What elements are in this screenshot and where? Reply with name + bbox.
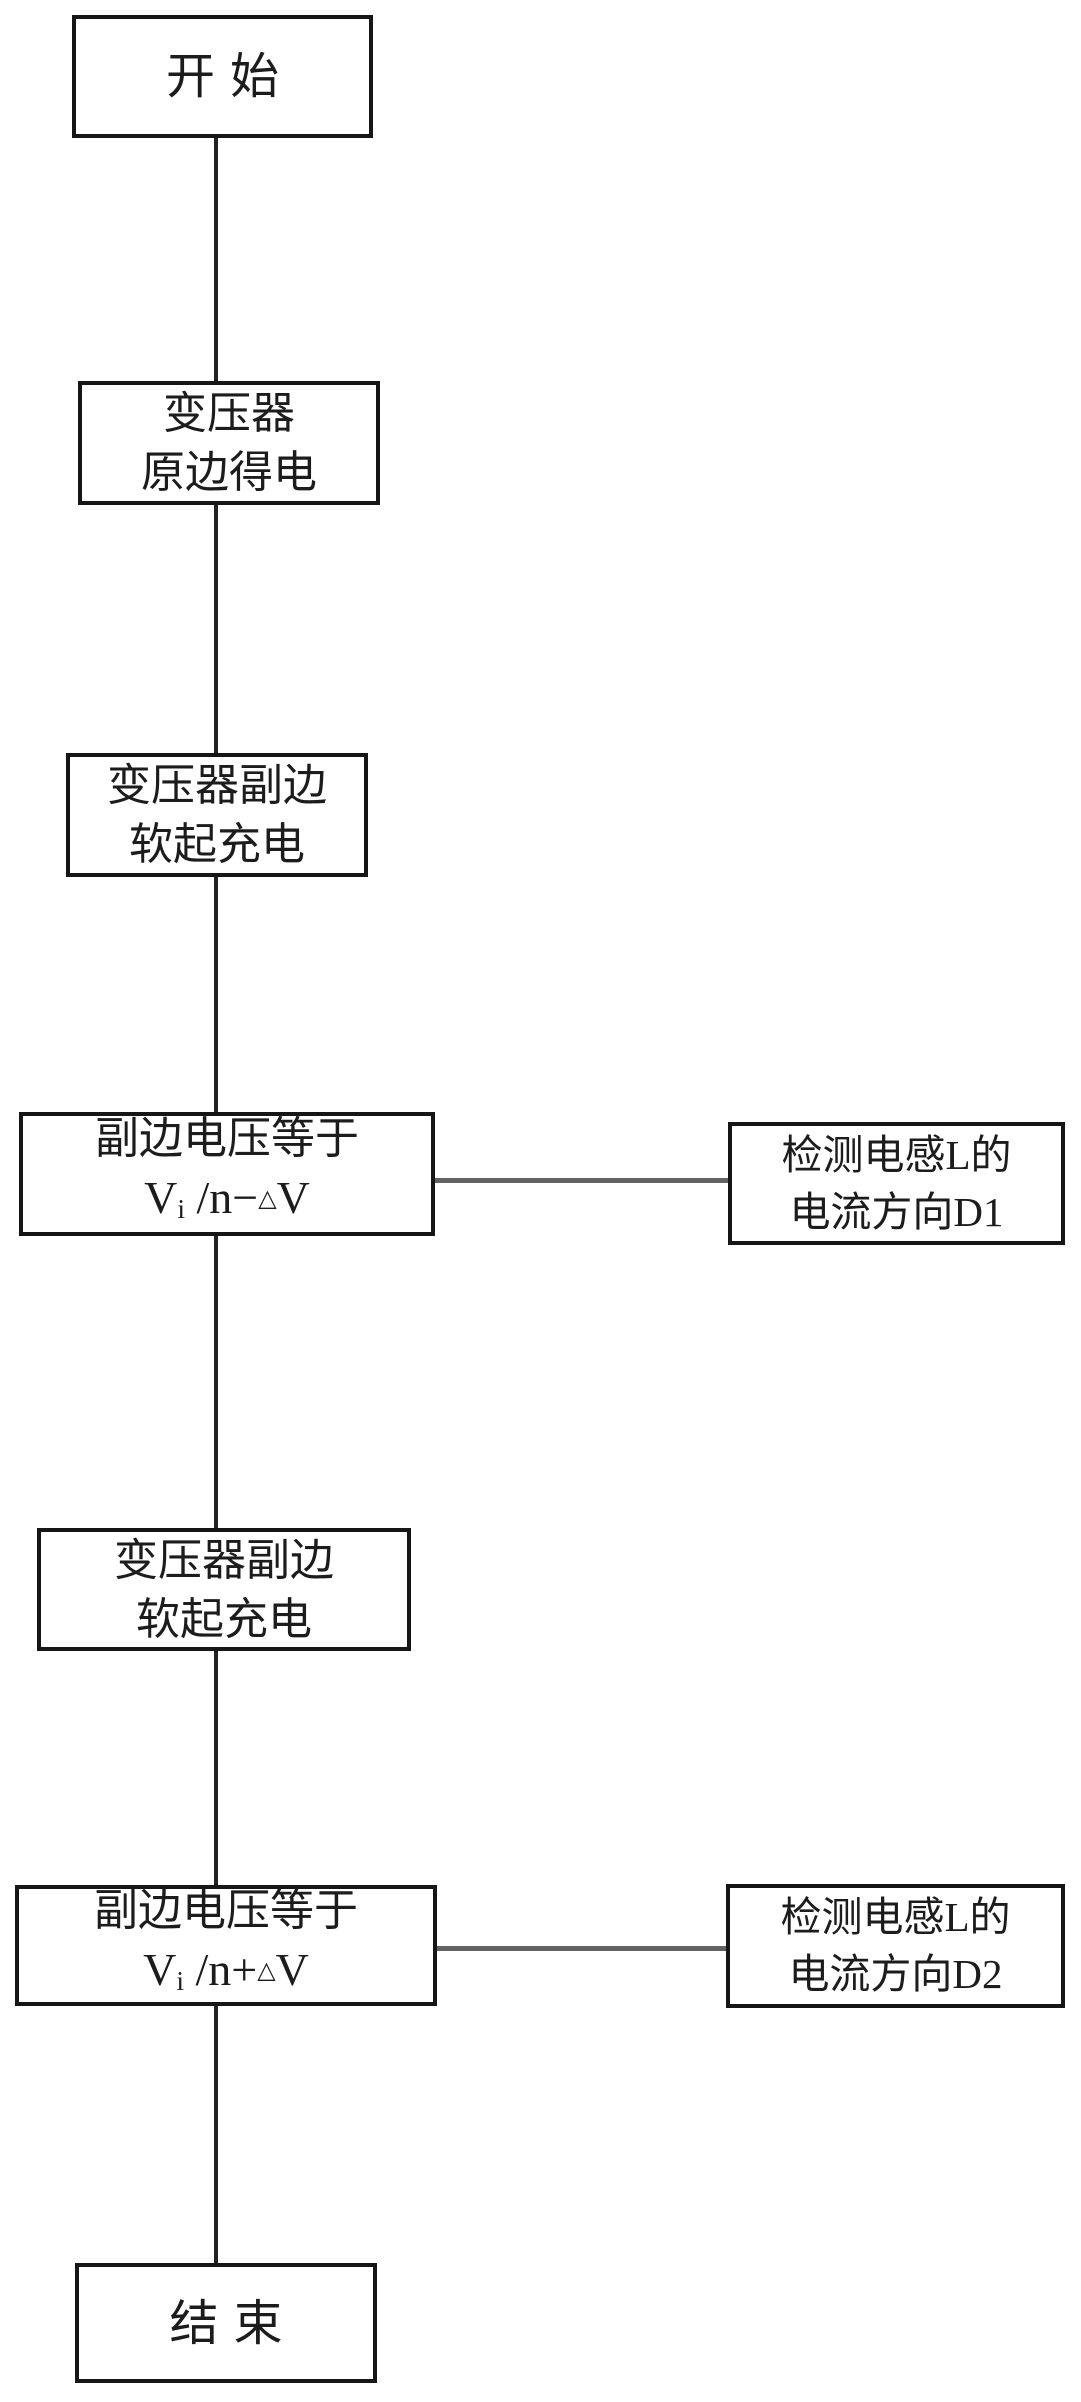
node-end-label: 结束 — [169, 2295, 298, 2351]
connector-vminus-to-d1 — [433, 1178, 730, 1183]
connector-vminus-to-soft2 — [214, 1234, 218, 1530]
formula-subscript: i — [176, 1964, 185, 1996]
formula-tail: V — [276, 1172, 310, 1224]
node-detect-current-d2: 检测电感L的 电流方向D2 — [726, 1884, 1065, 2008]
connector-vplus-to-end — [214, 2004, 218, 2265]
connector-start-to-primary — [214, 136, 218, 383]
node-soft2-line1: 变压器副边 — [114, 1535, 334, 1585]
node-secondary-voltage-minus: 副边电压等于 Vi /n−△V — [19, 1112, 435, 1236]
node-soft1-line2: 软起充电 — [129, 820, 305, 869]
formula-base: V — [143, 1943, 177, 1995]
node-d2-line2: 电流方向D2 — [788, 1951, 1003, 1997]
node-vplus-line1: 副边电压等于 — [94, 1885, 358, 1935]
node-secondary-voltage-plus: 副边电压等于 Vi /n+△V — [15, 1885, 437, 2006]
node-primary-energized: 变压器 原边得电 — [78, 381, 380, 505]
formula-delta: △ — [257, 1957, 276, 1984]
node-soft1-line1: 变压器副边 — [107, 761, 327, 810]
node-vplus-formula: Vi /n+△V — [143, 1940, 309, 2011]
connector-soft1-to-vminus — [214, 875, 218, 1114]
node-start-label: 开始 — [165, 49, 294, 104]
connector-soft2-to-vplus — [214, 1649, 218, 1887]
node-d1-line2: 电流方向D1 — [789, 1188, 1004, 1235]
formula-tail: V — [275, 1943, 309, 1995]
node-secondary-soft-charge-1: 变压器副边 软起充电 — [66, 753, 368, 877]
node-end: 结束 — [75, 2263, 377, 2383]
formula-subscript: i — [177, 1192, 186, 1224]
connector-primary-to-soft1 — [214, 503, 218, 755]
node-d1-line1: 检测电感L的 — [781, 1131, 1012, 1178]
node-vminus-formula: Vi /n−△V — [144, 1168, 310, 1239]
connector-vplus-to-d2 — [435, 1946, 728, 1951]
node-primary-line1: 变压器 — [163, 389, 295, 438]
node-detect-current-d1: 检测电感L的 电流方向D1 — [728, 1122, 1065, 1245]
formula-base: V — [144, 1172, 178, 1224]
node-vminus-line1: 副边电压等于 — [95, 1114, 359, 1164]
formula-operator: /n− — [185, 1172, 259, 1224]
formula-operator: /n+ — [184, 1943, 258, 1995]
node-primary-line2: 原边得电 — [141, 448, 317, 497]
node-secondary-soft-charge-2: 变压器副边 软起充电 — [37, 1528, 411, 1651]
formula-delta: △ — [258, 1185, 277, 1212]
node-start: 开始 — [72, 15, 373, 138]
node-d2-line1: 检测电感L的 — [780, 1894, 1011, 1940]
node-soft2-line2: 软起充电 — [136, 1594, 312, 1644]
